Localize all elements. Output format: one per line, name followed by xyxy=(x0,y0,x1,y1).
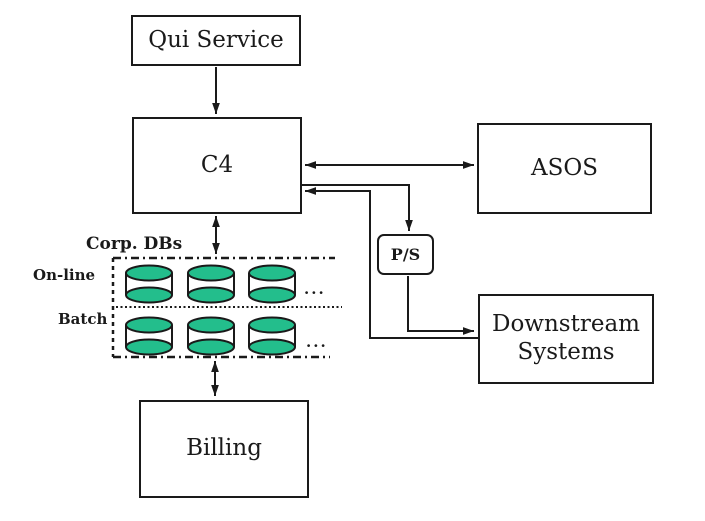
database-cylinder-icon xyxy=(248,264,296,304)
node-asos: ASOS xyxy=(477,123,652,214)
online-db-row-icons xyxy=(125,264,296,304)
arrow-c4-to-ps xyxy=(302,184,413,231)
node-downstream-systems-label: Downstream Systems xyxy=(492,311,640,365)
node-pub-sub-label: P/S xyxy=(390,244,421,264)
corp-dbs-row-label-online: On-line xyxy=(33,266,96,284)
node-qui-service: Qui Service xyxy=(131,15,301,66)
database-cylinder-icon xyxy=(187,316,235,356)
node-asos-label: ASOS xyxy=(531,154,598,181)
batch-db-row-icons xyxy=(125,316,296,356)
corp-dbs-title: Corp. DBs xyxy=(86,234,183,254)
corp-dbs-row-label-batch: Batch xyxy=(58,310,108,328)
arrow-downstream-to-c4 xyxy=(305,187,478,339)
online-row-ellipsis: ... xyxy=(304,280,326,298)
corp-dbs-region-border xyxy=(111,256,342,359)
node-billing: Billing xyxy=(139,400,309,498)
database-cylinder-icon xyxy=(187,264,235,304)
node-qui-service-label: Qui Service xyxy=(148,26,284,53)
node-downstream-systems: Downstream Systems xyxy=(478,294,654,384)
node-c4-label: C4 xyxy=(200,151,234,178)
batch-row-ellipsis: ... xyxy=(306,333,328,351)
database-cylinder-icon xyxy=(125,264,173,304)
node-pub-sub: P/S xyxy=(377,234,434,275)
database-cylinder-icon xyxy=(248,316,296,356)
arrow-ps-to-downstream xyxy=(407,276,474,335)
database-cylinder-icon xyxy=(125,316,173,356)
node-billing-label: Billing xyxy=(186,435,262,462)
node-c4: C4 xyxy=(132,117,302,214)
